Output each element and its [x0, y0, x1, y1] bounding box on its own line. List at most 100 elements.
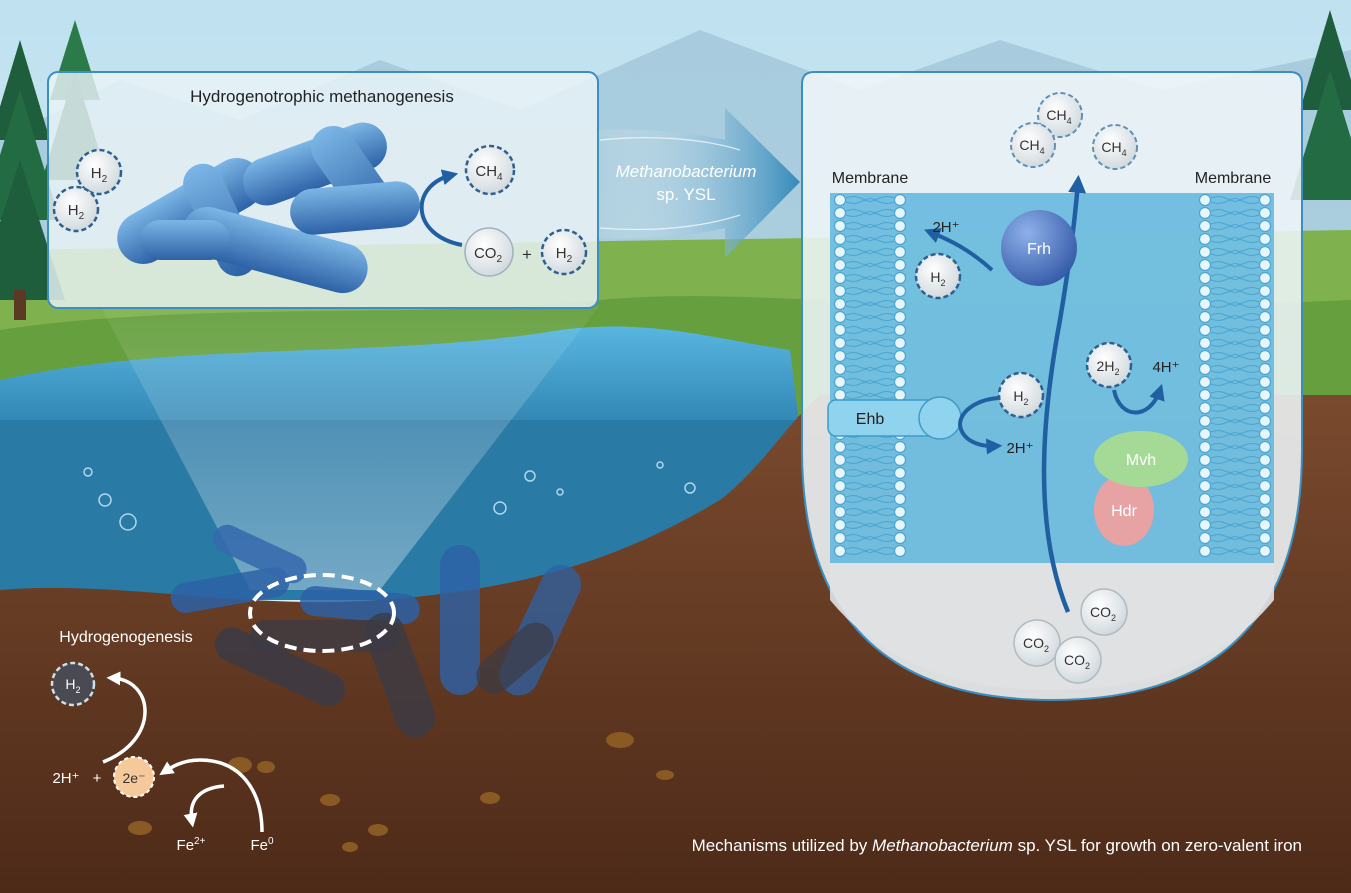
lipid-head [1258, 232, 1272, 246]
lipid-head [1258, 440, 1272, 454]
lipid-head [1198, 271, 1212, 285]
lipid-head [1258, 544, 1272, 558]
svg-text:CH4: CH4 [475, 163, 503, 183]
two-h2-molecule: 2H2 [1085, 341, 1133, 389]
lipid-tail [1210, 235, 1260, 243]
svg-text:2H2: 2H2 [1097, 358, 1120, 377]
hydrogenogenesis-2h-plus: 2H⁺ [52, 770, 79, 787]
lipid-tail [1210, 313, 1260, 321]
lipid-tail [1210, 534, 1260, 542]
lipid-tail [845, 378, 895, 386]
lipid-tail [1210, 482, 1260, 490]
methanogenesis-title: Hydrogenotrophic methanogenesis [190, 87, 454, 106]
lipid-tail [845, 235, 895, 243]
lipid-head [893, 232, 907, 246]
lipid-head [1198, 245, 1212, 259]
lipid-head [1198, 258, 1212, 272]
fe0-label: Fe0 [250, 836, 274, 854]
lipid-head [833, 531, 847, 545]
svg-text:CH4: CH4 [1101, 139, 1126, 158]
hydrogenogenesis-section: Hydrogenogenesis H2 2H⁺ + 2e⁻ Fe2+ Fe0 [50, 629, 274, 854]
lipid-tail [1210, 352, 1260, 360]
lipid-tail [845, 547, 895, 555]
main-pathway-arrow [1041, 174, 1087, 613]
svg-text:CO2: CO2 [1090, 604, 1116, 623]
lipid-head [893, 336, 907, 350]
fe2-label: Fe2+ [177, 836, 206, 854]
lipid-head [833, 245, 847, 259]
hdr-enzyme: Hdr [1094, 474, 1154, 546]
lipid-head [1258, 271, 1272, 285]
ehb-arrow [957, 396, 1003, 455]
lipid-head [1198, 375, 1212, 389]
lipid-head [893, 531, 907, 545]
co2-molecule-1: CO2 [1080, 588, 1128, 636]
lipid-head [1258, 453, 1272, 467]
methanogenesis-panel: Hydrogenotrophic methanogenesis H2 H2 CH… [47, 71, 599, 309]
lipid-tail [845, 261, 895, 269]
membrane-label-left: Membrane [832, 170, 909, 187]
svg-text:H2: H2 [68, 202, 85, 222]
lipid-tail [1210, 300, 1260, 308]
ch4-molecule: CH4 [464, 144, 516, 196]
lipid-tail [1210, 456, 1260, 464]
ehb-label: Ehb [856, 411, 885, 428]
lipid-head [1198, 349, 1212, 363]
lipid-head [1258, 336, 1272, 350]
svg-text:CH4: CH4 [1019, 137, 1044, 156]
mvh-arrow [1112, 383, 1165, 415]
lipid-head [893, 466, 907, 480]
mvh-label: Mvh [1126, 452, 1156, 469]
h2-molecule-dark: H2 [50, 661, 96, 707]
lipid-head [1258, 388, 1272, 402]
svg-text:CO2: CO2 [1023, 635, 1049, 654]
lipid-tail [1210, 365, 1260, 373]
lipid-head [893, 375, 907, 389]
lipid-head [833, 219, 847, 233]
sediment-bacteria-cluster [170, 524, 582, 738]
lipid-tail [1210, 443, 1260, 451]
h2-molecule-top: H2 [75, 148, 123, 196]
electron-release-arrow [159, 758, 264, 833]
lipid-tail [845, 339, 895, 347]
hydrogenogenesis-title: Hydrogenogenesis [59, 629, 192, 646]
ehb-enzyme: Ehb [827, 396, 962, 440]
lipid-tail [845, 495, 895, 503]
lipid-head [893, 297, 907, 311]
frh-2h-plus: 2H⁺ [932, 219, 959, 236]
mvh-enzyme: Mvh [1094, 431, 1188, 487]
lipid-head [1198, 362, 1212, 376]
h2-molecule-ehb: H2 [997, 371, 1045, 419]
svg-text:H2: H2 [930, 269, 945, 288]
two-electrons-label: 2e⁻ [123, 770, 146, 786]
lipid-head [1198, 284, 1212, 298]
lipid-head [1258, 479, 1272, 493]
iron-oxidation-arrow [183, 784, 225, 828]
lipid-head [893, 258, 907, 272]
pine-tree-right [1290, 10, 1351, 200]
lipid-head [833, 206, 847, 220]
water-bubbles [83, 461, 696, 531]
lipid-head [833, 505, 847, 519]
ch4-molecule-3: CH4 [1092, 124, 1138, 170]
lipid-tail [845, 300, 895, 308]
lipid-head [833, 388, 847, 402]
lipid-head [833, 518, 847, 532]
lipid-tail [1210, 547, 1260, 555]
svg-text:H2: H2 [1013, 388, 1028, 407]
lipid-head [893, 388, 907, 402]
lipid-head [893, 310, 907, 324]
lipid-tail [1210, 378, 1260, 386]
lipid-head [1198, 193, 1212, 207]
lipid-head [1258, 206, 1272, 220]
lipid-tail [1210, 287, 1260, 295]
svg-text:H2: H2 [91, 165, 108, 185]
frh-label: Frh [1027, 241, 1051, 258]
membrane-label-right: Membrane [1195, 170, 1272, 187]
lipid-tail [1210, 248, 1260, 256]
frh-arrow [924, 228, 994, 272]
lipid-head [833, 271, 847, 285]
lipid-tail [845, 209, 895, 217]
lipid-head [893, 505, 907, 519]
